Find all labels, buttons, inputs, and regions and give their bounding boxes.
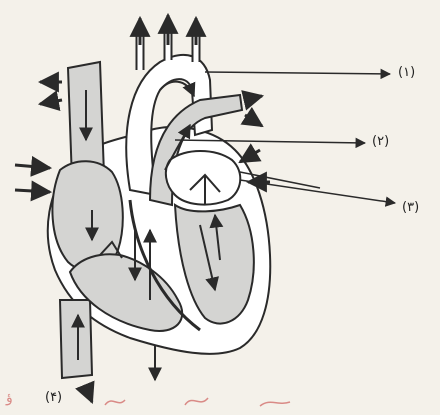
label-4: (۴) bbox=[45, 390, 62, 405]
label-2: (٢) bbox=[372, 134, 389, 149]
inferior-vena-cava bbox=[60, 300, 92, 378]
red-handwriting bbox=[105, 398, 290, 406]
margin-mark: ؤ bbox=[6, 390, 13, 406]
label-3: (٣) bbox=[402, 200, 419, 215]
label-1: (١) bbox=[398, 65, 415, 80]
